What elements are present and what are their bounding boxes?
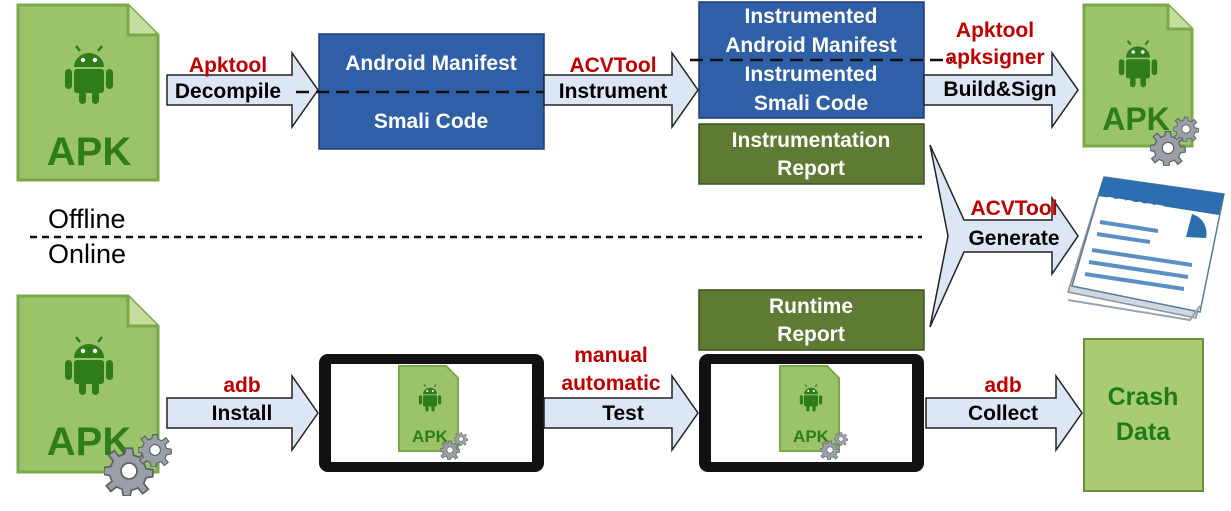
runtime-report-line2: Report <box>777 323 845 346</box>
offline-label: Offline <box>48 204 126 234</box>
apk-label-device1: APK <box>412 427 449 446</box>
instr-smali-line2: Smali Code <box>754 92 868 115</box>
generate-tool: ACVTool <box>970 197 1057 220</box>
decompiled-box: Android Manifest Smali Code <box>318 33 545 150</box>
apk-file-icon-online: APK <box>16 294 172 496</box>
gear-icon-small <box>138 433 172 467</box>
build-sign-tool1: Apktool <box>956 19 1034 42</box>
report-document-icon: REPORT <box>1067 176 1225 322</box>
collect-arrow: adb Collect <box>925 373 1083 453</box>
online-label: Online <box>48 239 126 269</box>
apk-label-device2: APK <box>793 427 830 446</box>
manifest-label: Android Manifest <box>345 52 517 75</box>
install-action: Install <box>212 402 273 425</box>
instrument-tool: ACVTool <box>569 54 656 77</box>
install-arrow: adb Install <box>166 373 319 453</box>
collect-tool: adb <box>984 374 1021 397</box>
build-sign-arrow: Apktool apksigner Build&Sign <box>923 19 1079 130</box>
gear-icon-small <box>454 432 468 446</box>
install-tool: adb <box>223 374 260 397</box>
crash-line2: Data <box>1116 418 1171 446</box>
crash-line1: Crash <box>1108 383 1179 411</box>
gear-icon-small <box>1173 116 1199 142</box>
apk-label-instrumented: APK <box>1102 101 1170 137</box>
test-arrow: manual automatic Test <box>543 344 699 453</box>
runtime-report-box: Runtime Report <box>698 289 925 351</box>
decompile-arrow: Apktool Decompile <box>166 50 319 130</box>
apk-file-icon-instrumented: APK <box>1082 3 1199 166</box>
decompile-action: Decompile <box>175 80 281 103</box>
instrumentation-report-box: Instrumentation Report <box>698 123 925 185</box>
instr-report-line1: Instrumentation <box>732 129 891 152</box>
build-sign-tool2: apksigner <box>945 46 1044 69</box>
generate-action: Generate <box>968 227 1059 250</box>
device-tablet-original: APK <box>319 354 544 472</box>
decompile-tool: Apktool <box>189 54 267 77</box>
instr-smali-line1: Instrumented <box>744 63 877 86</box>
smali-label: Smali Code <box>374 110 488 133</box>
instrument-action: Instrument <box>559 80 668 103</box>
test-action: Test <box>602 402 644 425</box>
instr-manifest-line2: Android Manifest <box>725 34 897 57</box>
build-sign-action: Build&Sign <box>943 78 1056 101</box>
apk-label: APK <box>47 130 132 174</box>
generate-arrow: ACVTool Generate <box>929 144 1079 328</box>
apk-file-icon-source: APK <box>16 3 160 182</box>
instrument-arrow: ACVTool Instrument <box>543 50 699 130</box>
device-tablet-instrumented: APK <box>699 354 924 472</box>
instr-manifest-line1: Instrumented <box>744 5 877 28</box>
runtime-report-line1: Runtime <box>769 295 853 318</box>
collect-action: Collect <box>968 402 1038 425</box>
crash-data-box: Crash Data <box>1083 338 1204 492</box>
test-tool1: manual <box>574 344 648 367</box>
instr-report-line2: Report <box>777 157 845 180</box>
gear-icon-small <box>834 432 848 446</box>
test-tool2: automatic <box>561 372 661 395</box>
